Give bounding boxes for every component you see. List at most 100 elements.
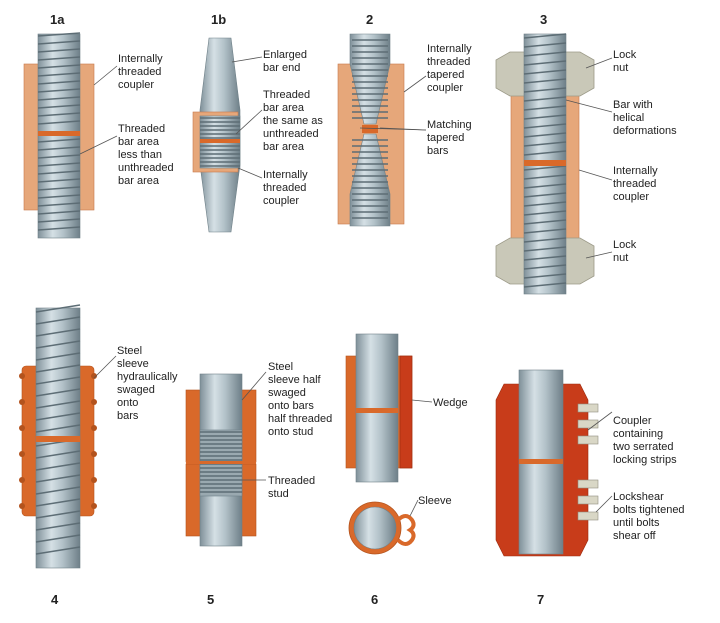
thread-line xyxy=(37,56,81,61)
label-line: bar area xyxy=(263,102,305,114)
label-line: swaged xyxy=(117,384,155,396)
thread-line xyxy=(35,474,81,483)
thread-line xyxy=(37,120,81,125)
label-line: Internally xyxy=(613,165,658,177)
label-line: Steel xyxy=(117,345,142,357)
label-line: sleeve half xyxy=(268,374,322,386)
thread-line xyxy=(35,510,81,519)
label-line: helical xyxy=(613,112,644,124)
label-line: onto bars xyxy=(268,400,314,412)
label-line: bars xyxy=(427,145,449,157)
label-line: bolts tightened xyxy=(613,504,685,516)
fig-1b-joint xyxy=(200,139,240,143)
label-line: Bar with xyxy=(613,99,653,111)
thread-line xyxy=(35,304,81,313)
thread-line xyxy=(523,228,567,234)
label-line: Threaded xyxy=(118,123,165,135)
label-line: swaged xyxy=(268,387,306,399)
thread-line xyxy=(37,96,81,101)
fig-2-upper-bar xyxy=(349,33,391,125)
thread-line xyxy=(523,132,567,138)
thread-line xyxy=(37,186,81,191)
label-line: Internally xyxy=(427,43,472,55)
swage-bump xyxy=(91,451,97,457)
label-line: Threaded xyxy=(263,89,310,101)
lockshear-bolt xyxy=(577,419,599,429)
label-line: bar end xyxy=(263,62,300,74)
label-line: tapered xyxy=(427,69,464,81)
thread-line xyxy=(37,32,81,37)
thread-line xyxy=(523,141,567,147)
thread-line xyxy=(523,219,567,225)
thread-line xyxy=(523,273,567,279)
thread-line xyxy=(523,42,567,48)
fig-5-number: 5 xyxy=(207,592,214,607)
label-line: bar area xyxy=(263,141,305,153)
swage-bump xyxy=(19,451,25,457)
thread-line xyxy=(37,162,81,167)
lockshear-bolt xyxy=(577,435,599,445)
thread-line xyxy=(523,264,567,270)
thread-line xyxy=(35,424,81,433)
label-line: deformations xyxy=(613,125,677,137)
thread-line xyxy=(37,202,81,207)
fig-4 xyxy=(19,304,97,569)
swage-bump xyxy=(91,399,97,405)
label-line: two serrated xyxy=(613,441,674,453)
fig-6-wedge xyxy=(399,355,413,469)
label-line: locking strips xyxy=(613,454,677,466)
swage-bump xyxy=(19,425,25,431)
thread-line xyxy=(523,60,567,66)
fig-5-gap xyxy=(186,461,256,464)
fig-2-number: 2 xyxy=(366,12,373,27)
swage-bump xyxy=(91,425,97,431)
thread-line xyxy=(523,192,567,198)
label-line: containing xyxy=(613,428,663,440)
thread-line xyxy=(35,486,81,495)
thread-line xyxy=(35,498,81,507)
label-line: Wedge xyxy=(433,397,468,409)
swage-bump xyxy=(19,373,25,379)
thread-line xyxy=(37,210,81,215)
fig-3-joint xyxy=(524,160,566,166)
fig-6-joint xyxy=(356,408,398,413)
thread-line xyxy=(35,522,81,531)
thread-line xyxy=(35,462,81,471)
label-line: threaded xyxy=(613,178,656,190)
label-line: onto stud xyxy=(268,426,313,438)
thread-line xyxy=(35,364,81,373)
thread-line xyxy=(523,246,567,252)
thread-line xyxy=(35,412,81,421)
thread-line xyxy=(37,40,81,45)
fig-6 xyxy=(345,333,416,555)
thread-line xyxy=(523,78,567,84)
fig-1b xyxy=(192,37,241,233)
thread-line xyxy=(35,546,81,555)
thread-line xyxy=(37,104,81,109)
fig-1a-joint xyxy=(38,131,80,136)
thread-line xyxy=(523,210,567,216)
fig-2-lower-bar xyxy=(349,133,391,227)
label-line: coupler xyxy=(118,79,154,91)
label-line: nut xyxy=(613,252,628,264)
label-line: Threaded xyxy=(268,475,315,487)
swage-bump xyxy=(91,503,97,509)
thread-line xyxy=(523,183,567,189)
thread-line xyxy=(523,33,567,39)
thread-line xyxy=(35,450,81,459)
fig-3 xyxy=(495,33,595,295)
label-line: half threaded xyxy=(268,413,332,425)
lockshear-bolt xyxy=(577,495,599,505)
label-line: threaded xyxy=(427,56,470,68)
thread-line xyxy=(523,282,567,288)
